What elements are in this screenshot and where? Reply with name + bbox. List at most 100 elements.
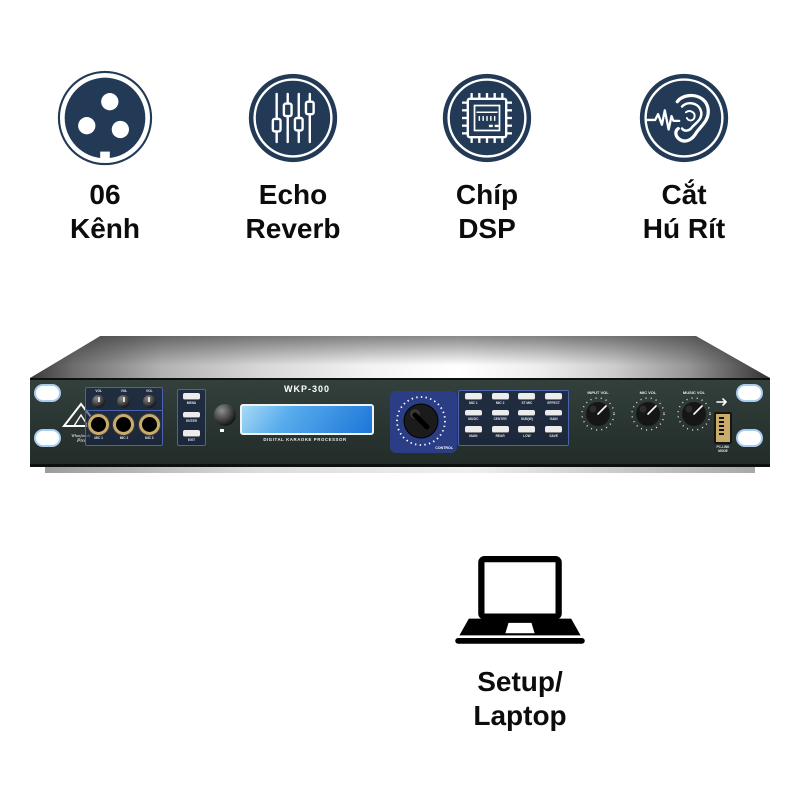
grid-button-10: REAR [487,426,514,443]
feature-channels: 06 Kênh [10,70,200,246]
power-button [214,404,236,426]
mic1-jack-socket [88,414,110,435]
mic-input-section: VOL VOL VOL MIC 1 [85,387,163,446]
mic1-vol-knob: VOL [92,389,106,408]
grid-button-10-key [491,426,509,433]
processor-device: Wharfedale Pro VOL VOL VOL [30,336,770,473]
ear-sound-icon [636,70,732,166]
grid-button-9-label: MAIN [469,433,478,438]
music-vol-knob [677,397,711,431]
grid-button-5-key [464,409,482,417]
mic2-vol-label: VOL [120,389,128,393]
rack-hole-left-bottom [36,431,59,445]
brand-name: Wharfedale [71,433,91,438]
grid-button-4: EFFECT [540,393,567,410]
feature-anti-feedback: Cắt Hú Rít [589,70,779,246]
control-knob-panel: CONTROL [390,391,457,453]
grid-button-6: CENTER [487,409,514,427]
feature-dsp-line1: Chíp [455,179,519,210]
usb-section: PC-LINK MODE [708,393,738,453]
lcd-display [240,404,374,435]
mic3-jack: MIC 3 [138,414,160,440]
device-top-surface [30,336,770,378]
rack-hole-right-top [738,386,761,400]
mic1-vol-label: VOL [95,389,102,393]
device-tagline: DIGITAL KARAOKE PROCESSOR [263,437,347,442]
mic1-jack: MIC 1 [88,414,110,440]
feature-setup-laptop: Setup/ Laptop [410,556,630,733]
menu-button-2-label: ENTER [186,419,197,424]
menu-button-2-key [183,411,200,419]
input-vol-knob-group: INPUT VOL [572,390,624,436]
grid-button-2-label: MIC 2 [495,400,505,405]
feature-echo-reverb: Echo Reverb [198,70,388,246]
feature-antifb-line2: Hú Rít [642,213,726,244]
grid-button-7: SUB(W) [514,409,541,427]
grid-button-12-key [545,426,563,433]
grid-button-9: MAIN [460,426,487,443]
control-knob-icon [396,396,446,446]
grid-button-1-key [464,393,482,400]
mic3-jack-socket [138,414,160,435]
mic2-jack-label: MIC 2 [119,436,129,440]
menu-button-3-key [183,430,200,437]
grid-button-6-key [491,409,509,417]
model-name: WKP-300 [283,384,330,394]
grid-button-8: GAIN [540,409,567,427]
mic3-vol-label: VOL [146,389,153,393]
dsp-chip-icon [439,70,535,166]
grid-button-5: MUSIC [460,409,487,427]
laptop-icon [455,556,585,644]
grid-button-6-label: CENTER [493,417,507,422]
grid-button-12: SAVE [540,426,567,443]
mixer-faders-icon [245,70,341,166]
menu-button-2: ENTER [183,411,200,424]
menu-button-3-label: EXIT [187,437,196,442]
feature-setup-line2: Laptop [473,700,567,731]
mic-vol-knob-group: MIC VOL [622,390,674,436]
grid-button-12-label: SAVE [549,433,558,438]
mic1-jack-label: MIC 1 [94,436,103,440]
device-front-panel: Wharfedale Pro VOL VOL VOL [30,378,770,467]
menu-button-1-key [183,393,200,400]
power-indicator [220,429,224,432]
grid-button-2: MIC 2 [487,393,514,410]
mic2-vol-knob-dial [117,395,131,408]
menu-button-column: MENU ENTER EXIT [177,389,206,446]
grid-button-7-key [518,409,536,417]
mic3-jack-label: MIC 3 [145,436,154,440]
usb-label-line1: PC-LINK [716,445,730,449]
menu-button-1: MENU [183,393,200,405]
grid-button-4-label: EFFECT [547,400,560,405]
feature-channels-line1: 06 [89,179,121,210]
feature-channels-line2: Kênh [70,213,140,244]
grid-button-2-key [491,393,509,400]
mic2-jack: MIC 2 [113,414,135,440]
grid-button-11-label: LOW [523,433,531,438]
grid-button-10-label: REAR [495,433,505,438]
usb-arrow-icon [716,398,727,406]
device-bottom-edge [44,467,756,473]
mic1-vol-knob-dial [92,395,106,408]
feature-channels-label: 06 Kênh [10,178,200,246]
input-vol-knob [581,397,615,431]
input-vol-label: INPUT VOL [587,390,609,395]
grid-button-11: LOW [514,426,541,443]
grid-button-8-label: GAIN [549,417,558,422]
grid-button-5-label: MUSIC [468,417,479,422]
feature-dsp-chip: Chíp DSP [392,70,582,246]
grid-button-3-key [518,393,536,400]
grid-button-7-label: SUB(W) [520,417,533,422]
rack-hole-left-top [36,386,59,400]
grid-button-9-key [464,426,482,433]
menu-button-3: EXIT [183,430,200,442]
control-knob-label: CONTROL [435,446,453,450]
grid-button-11-key [518,426,536,433]
grid-button-1: MIC 1 [460,393,487,410]
usb-port [714,412,732,444]
feature-echo-reverb-label: Echo Reverb [198,178,388,246]
grid-button-4-key [545,393,563,400]
grid-button-1-label: MIC 1 [469,400,478,405]
feature-antifb-line1: Cắt [661,179,707,210]
